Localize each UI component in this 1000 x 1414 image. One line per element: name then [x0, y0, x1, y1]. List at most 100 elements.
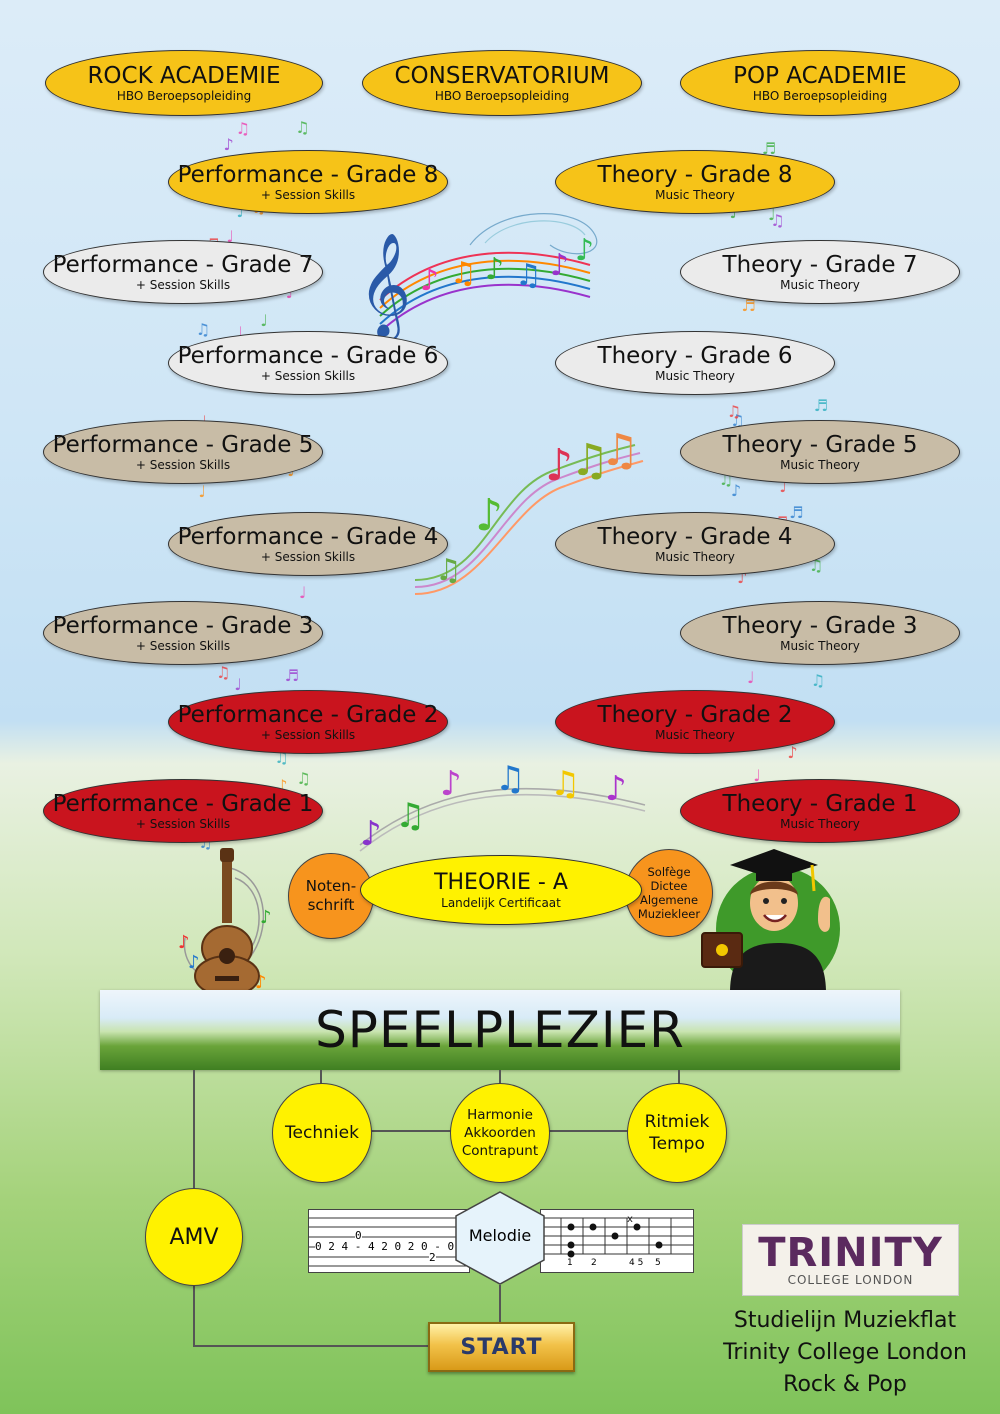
tab-number-above: 0 [355, 1229, 362, 1242]
theory-grade-sub: Music Theory [655, 369, 735, 383]
performance-grade-2: Performance - Grade 2 + Session Skills [168, 690, 448, 754]
tablature: 0 2 4 - 4 2 0 2 0 - 0 - 0 2 [308, 1209, 470, 1273]
performance-grade-sub: + Session Skills [135, 817, 231, 831]
amv-label: AMV [169, 1224, 219, 1250]
svg-text:♫: ♫ [435, 553, 462, 588]
music-note-icon: ♪ [729, 203, 740, 223]
theory-grade-sub: Music Theory [780, 278, 860, 292]
music-note-icon: ♪ [737, 568, 748, 588]
performance-grade-title: Performance - Grade 1 [52, 791, 314, 817]
music-note-icon: ♬ [789, 503, 804, 523]
svg-text:♫: ♫ [550, 764, 580, 804]
footer-line: Trinity College London [723, 1340, 967, 1365]
theory-grade-title: Theory - Grade 2 [597, 702, 793, 728]
svg-text:♫: ♫ [495, 759, 525, 799]
ritmiek-line: Ritmiek [644, 1112, 710, 1132]
music-note-icon: ♫ [726, 401, 742, 421]
fret-number: 1 [567, 1258, 573, 1268]
svg-text:♫: ♫ [600, 425, 639, 476]
ritmiek-line: Tempo [649, 1134, 705, 1154]
techniek-node: Techniek [272, 1083, 372, 1183]
melodie-hexagon [455, 1191, 545, 1285]
performance-grade-title: Performance - Grade 3 [52, 613, 314, 639]
solfege-line: Muziekleer [637, 907, 701, 921]
footer-line: Rock & Pop [783, 1372, 907, 1397]
svg-text:♪: ♪ [178, 932, 190, 953]
theory-grade-sub: Music Theory [655, 188, 735, 202]
performance-grade-sub: + Session Skills [260, 550, 356, 564]
techniek-label: Techniek [285, 1123, 359, 1143]
solfege-line: Solfège [647, 865, 691, 879]
connector-line [193, 1345, 428, 1347]
svg-text:♪: ♪ [605, 769, 627, 809]
performance-grade-sub: + Session Skills [135, 458, 231, 472]
music-note-icon: ♫ [216, 662, 231, 682]
harmonie-line: Harmonie [467, 1107, 533, 1123]
treble-clef-icon: 𝄞 ♪ ♫ ♪ ♫ ♪ ♪ [358, 213, 598, 341]
svg-text:♪: ♪ [420, 263, 439, 298]
conservatorium-sub: HBO Beroepsopleiding [434, 89, 570, 103]
ritmiek-node: Ritmiek Tempo [627, 1083, 727, 1183]
theory-grade-title: Theory - Grade 1 [722, 791, 918, 817]
svg-text:♫: ♫ [395, 796, 425, 836]
notenschrift-line: Noten- [305, 877, 357, 895]
svg-text:♪: ♪ [255, 972, 267, 993]
music-note-icon: ♫ [296, 768, 311, 788]
fretboard: x 1 2 4 5 5 [540, 1209, 694, 1273]
theory-grade-1: Theory - Grade 1 Music Theory [680, 779, 960, 843]
music-note-icon: ♫ [730, 410, 745, 430]
conservatorium-node: CONSERVATORIUM HBO Beroepsopleiding [362, 50, 642, 116]
theory-grade-title: Theory - Grade 4 [597, 524, 793, 550]
notenschrift-line: schrift [307, 896, 355, 914]
svg-text:♪: ♪ [360, 814, 382, 854]
connector-line [499, 1285, 501, 1323]
pop-academie-title: POP ACADEMIE [733, 63, 907, 89]
performance-grade-5: Performance - Grade 5 + Session Skills [43, 420, 323, 484]
conservatorium-title: CONSERVATORIUM [394, 63, 610, 89]
rock-academie-node: ROCK ACADEMIE HBO Beroepsopleiding [45, 50, 323, 116]
theory-grade-sub: Music Theory [655, 728, 735, 742]
theorie-a-node: THEORIE - A Landelijk Certificaat [360, 855, 642, 925]
theory-grade-sub: Music Theory [655, 550, 735, 564]
music-note-icon: ♬ [761, 139, 777, 159]
performance-grade-4: Performance - Grade 4 + Session Skills [168, 512, 448, 576]
theory-grade-7: Theory - Grade 7 Music Theory [680, 240, 960, 304]
theory-grade-sub: Music Theory [780, 817, 860, 831]
harmonie-line: Akkoorden [464, 1125, 536, 1141]
theory-grade-title: Theory - Grade 8 [597, 162, 793, 188]
fret-number: 4 5 [629, 1258, 644, 1268]
music-notes-icon: ♪ ♫ ♪ ♫ ♫ ♪ [359, 759, 646, 854]
graduate-icon [701, 849, 840, 993]
performance-grade-sub: + Session Skills [135, 639, 231, 653]
music-note-icon: ♩ [779, 476, 787, 496]
music-note-icon: ♫ [295, 118, 310, 138]
notenschrift-node: Noten- schrift [288, 853, 374, 939]
performance-grade-3: Performance - Grade 3 + Session Skills [43, 601, 323, 665]
start-label: START [460, 1334, 543, 1360]
music-note-icon: ♫ [235, 119, 250, 139]
trinity-logo: TRINITY COLLEGE LONDON [742, 1224, 959, 1296]
theory-grade-5: Theory - Grade 5 Music Theory [680, 420, 960, 484]
svg-text:♫: ♫ [515, 258, 542, 293]
theorie-a-title: THEORIE - A [434, 870, 568, 895]
music-note-icon: ♩ [746, 668, 755, 688]
start-button[interactable]: START [428, 1322, 575, 1372]
music-note-icon: ♫ [274, 748, 289, 768]
music-note-icon: ♩ [226, 226, 234, 246]
performance-grade-title: Performance - Grade 2 [177, 702, 439, 728]
svg-text:♫: ♫ [570, 435, 609, 486]
solfege-line: Algemene [639, 893, 699, 907]
theory-grade-3: Theory - Grade 3 Music Theory [680, 601, 960, 665]
performance-grade-1: Performance - Grade 1 + Session Skills [43, 779, 323, 843]
theory-grade-2: Theory - Grade 2 Music Theory [555, 690, 835, 754]
trinity-name: TRINITY [758, 1230, 943, 1276]
music-note-icon: ♬ [284, 666, 299, 686]
music-note-icon: ♩ [260, 311, 268, 331]
theory-grade-title: Theory - Grade 7 [722, 252, 918, 278]
svg-text:♪: ♪ [440, 764, 462, 804]
theorie-a-sub: Landelijk Certificaat [441, 896, 561, 910]
music-note-icon: ♩ [298, 583, 307, 603]
speelplezier-title: SPEELPLEZIER [315, 1001, 685, 1059]
performance-grade-title: Performance - Grade 4 [177, 524, 439, 550]
music-note-icon: ♩ [753, 766, 761, 785]
